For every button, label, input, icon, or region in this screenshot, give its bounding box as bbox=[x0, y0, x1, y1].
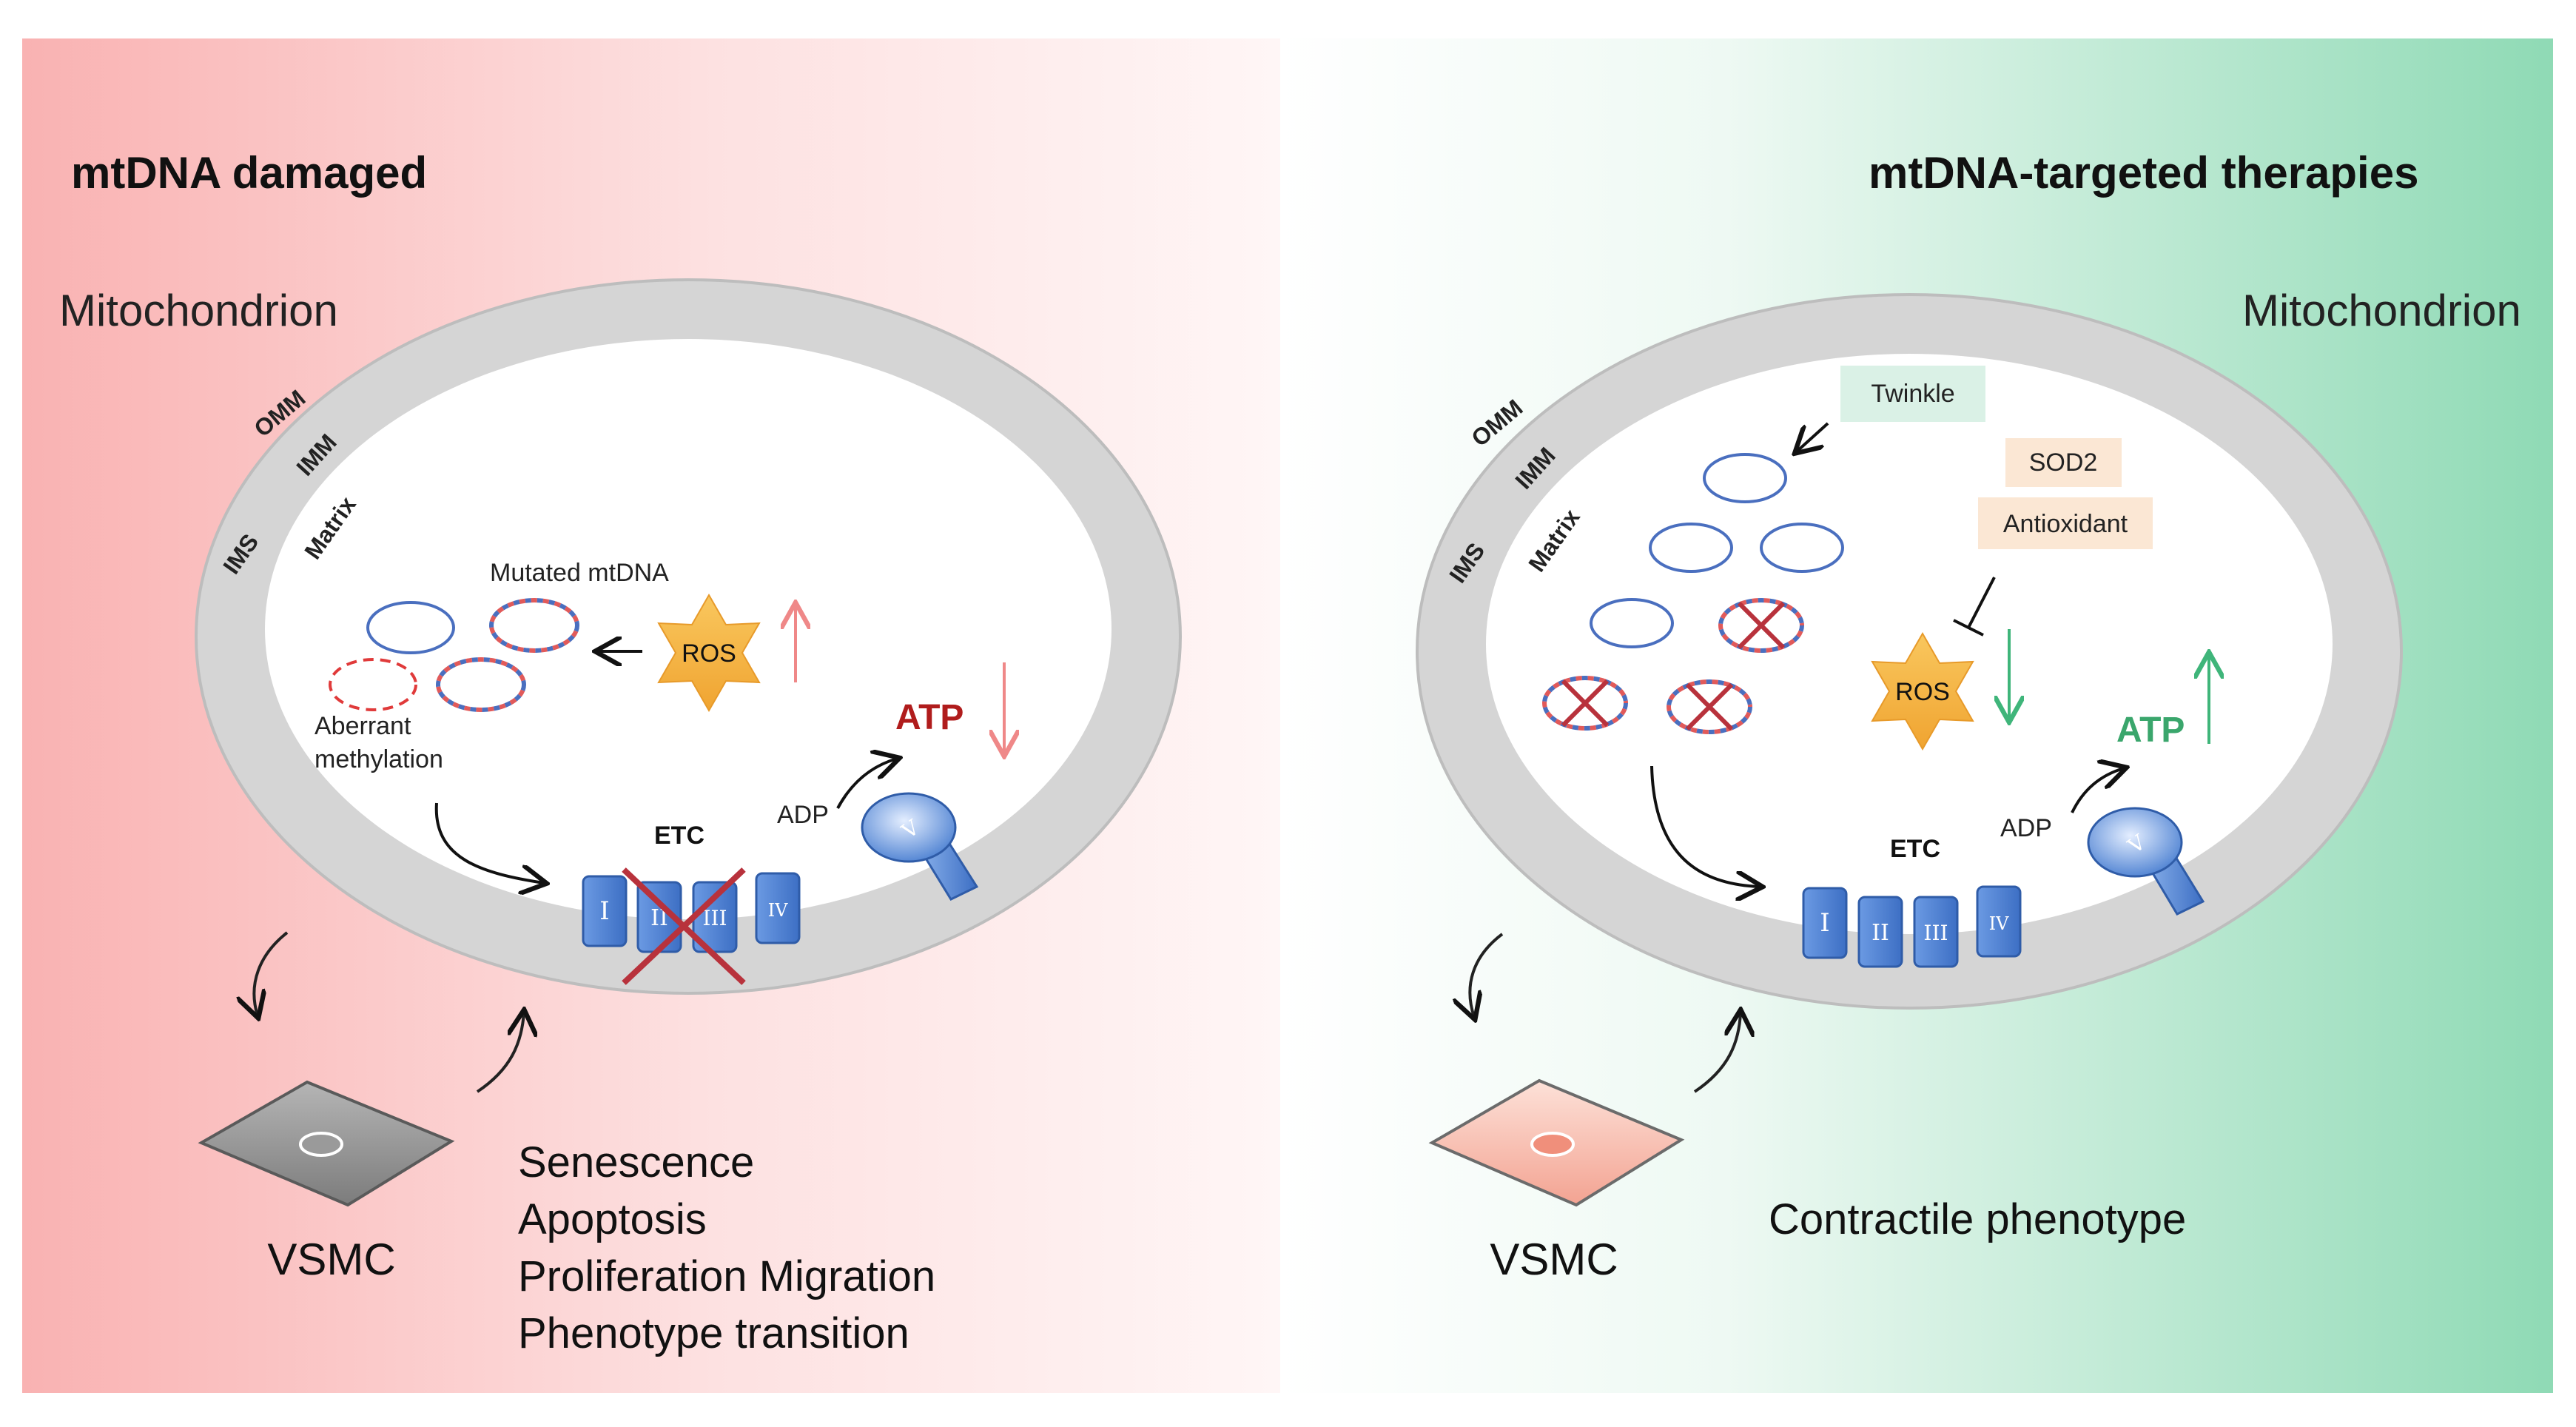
right-complex-iv-label: IV bbox=[1989, 913, 2009, 934]
left-adp-label: ADP bbox=[777, 801, 829, 829]
right-mito-to-cell-arrow bbox=[1470, 933, 1504, 1017]
right-cell-to-mito-arrow bbox=[1693, 1013, 1741, 1093]
left-outcome-senescence: Senescence bbox=[518, 1138, 754, 1186]
right-complex-iii bbox=[1913, 896, 1959, 968]
right-antioxidant-box bbox=[1978, 497, 2153, 549]
right-complex-ii-label: II bbox=[1872, 920, 1889, 946]
right-twinkle-arrow bbox=[1797, 422, 1829, 451]
right-complex-iii-label: III bbox=[1923, 921, 1948, 945]
right-adp-to-atp-arrow bbox=[2071, 768, 2124, 813]
left-etc-cross bbox=[622, 867, 746, 985]
left-complex-iv-label: IV bbox=[768, 900, 788, 921]
right-complex-ii bbox=[1857, 896, 1903, 968]
right-panel: mtDNA-targeted therapies Mitochondrion O… bbox=[1280, 38, 2553, 1393]
right-removed-mtdna-2 bbox=[1542, 676, 1628, 731]
right-vsmc-nucleus bbox=[1530, 1132, 1575, 1157]
left-atp-synthase: V bbox=[861, 792, 979, 901]
right-mtdna-2 bbox=[1649, 523, 1733, 573]
left-outcome-apoptosis: Apoptosis bbox=[518, 1195, 707, 1243]
right-atp-synthase: V bbox=[2087, 807, 2205, 916]
right-sod2-box bbox=[2005, 438, 2122, 487]
right-ros-star bbox=[1871, 631, 1974, 751]
right-mtdna-3 bbox=[1760, 523, 1844, 573]
left-mutated-label: Mutated mtDNA bbox=[490, 559, 669, 587]
right-twinkle-label: Twinkle bbox=[1871, 380, 1954, 408]
left-mtdna-to-etc-arrow bbox=[434, 802, 544, 883]
left-cell-to-mito-arrow bbox=[476, 1013, 524, 1093]
left-mito-to-cell-arrow bbox=[254, 931, 289, 1015]
right-complex-i bbox=[1802, 887, 1848, 959]
left-complex-i-label: I bbox=[599, 896, 609, 926]
right-atp-label: ATP bbox=[2116, 711, 2185, 750]
left-mutated-mtdna-2 bbox=[436, 657, 526, 712]
right-mtdna-4 bbox=[1590, 598, 1674, 648]
left-complex-i bbox=[582, 875, 628, 947]
right-vsmc-label: VSMC bbox=[1490, 1235, 1618, 1284]
left-vsmc-nucleus bbox=[299, 1132, 343, 1157]
left-adp-to-atp-arrow bbox=[836, 759, 897, 809]
left-complex-iii-label: III bbox=[702, 906, 727, 930]
right-complex-i-label: I bbox=[1820, 908, 1829, 938]
left-methylated-mtdna bbox=[329, 658, 417, 711]
left-atp-label: ATP bbox=[895, 698, 964, 737]
right-outcome-contractile: Contractile phenotype bbox=[1769, 1195, 2186, 1243]
right-etc-label: ETC bbox=[1890, 835, 1940, 863]
right-vsmc-cell bbox=[1428, 1078, 1685, 1207]
right-panel-title: mtDNA-targeted therapies bbox=[1869, 148, 2418, 198]
left-aberrant-label-1: Aberrant bbox=[315, 712, 411, 740]
right-antioxidant-label: Antioxidant bbox=[2003, 510, 2128, 538]
left-vsmc-cell bbox=[198, 1080, 455, 1207]
left-aberrant-label-2: methylation bbox=[315, 745, 443, 773]
right-removed-mtdna-1 bbox=[1718, 598, 1804, 653]
right-adp-label: ADP bbox=[2000, 814, 2052, 842]
left-panel: mtDNA damaged Mitochondrion OMM IMM IMS … bbox=[22, 38, 1280, 1393]
right-mtdna-1 bbox=[1703, 453, 1787, 503]
right-ros-inhibition bbox=[1953, 577, 1996, 637]
left-mutated-mtdna-overlay bbox=[489, 598, 579, 653]
right-mtdna-to-etc-arrow bbox=[1650, 765, 1760, 887]
left-normal-mtdna bbox=[366, 601, 455, 654]
right-twinkle-box bbox=[1840, 366, 1985, 422]
left-etc-label: ETC bbox=[654, 822, 704, 850]
right-etc-complexes: I II III IV bbox=[1802, 885, 2022, 968]
left-ros-label: ROS bbox=[682, 639, 736, 668]
left-mutated-mtdna bbox=[489, 598, 579, 653]
left-mutated-mtdna-2-overlay bbox=[436, 657, 526, 712]
right-sod2-label: SOD2 bbox=[2029, 449, 2098, 477]
left-mitochondrion-label: Mitochondrion bbox=[59, 286, 338, 335]
left-outcome-phenotype: Phenotype transition bbox=[518, 1309, 909, 1357]
left-ros-star bbox=[657, 593, 761, 713]
left-complex-ii-label: II bbox=[650, 905, 668, 931]
right-ros-label: ROS bbox=[1895, 678, 1950, 706]
left-complex-iv bbox=[755, 872, 801, 944]
left-panel-title: mtDNA damaged bbox=[71, 148, 427, 198]
left-outcome-proliferation: Proliferation Migration bbox=[518, 1252, 935, 1300]
left-vsmc-label: VSMC bbox=[267, 1235, 395, 1284]
right-complex-iv bbox=[1976, 885, 2022, 958]
right-removed-mtdna-3 bbox=[1667, 679, 1752, 734]
right-mitochondrion-label: Mitochondrion bbox=[2242, 286, 2521, 335]
